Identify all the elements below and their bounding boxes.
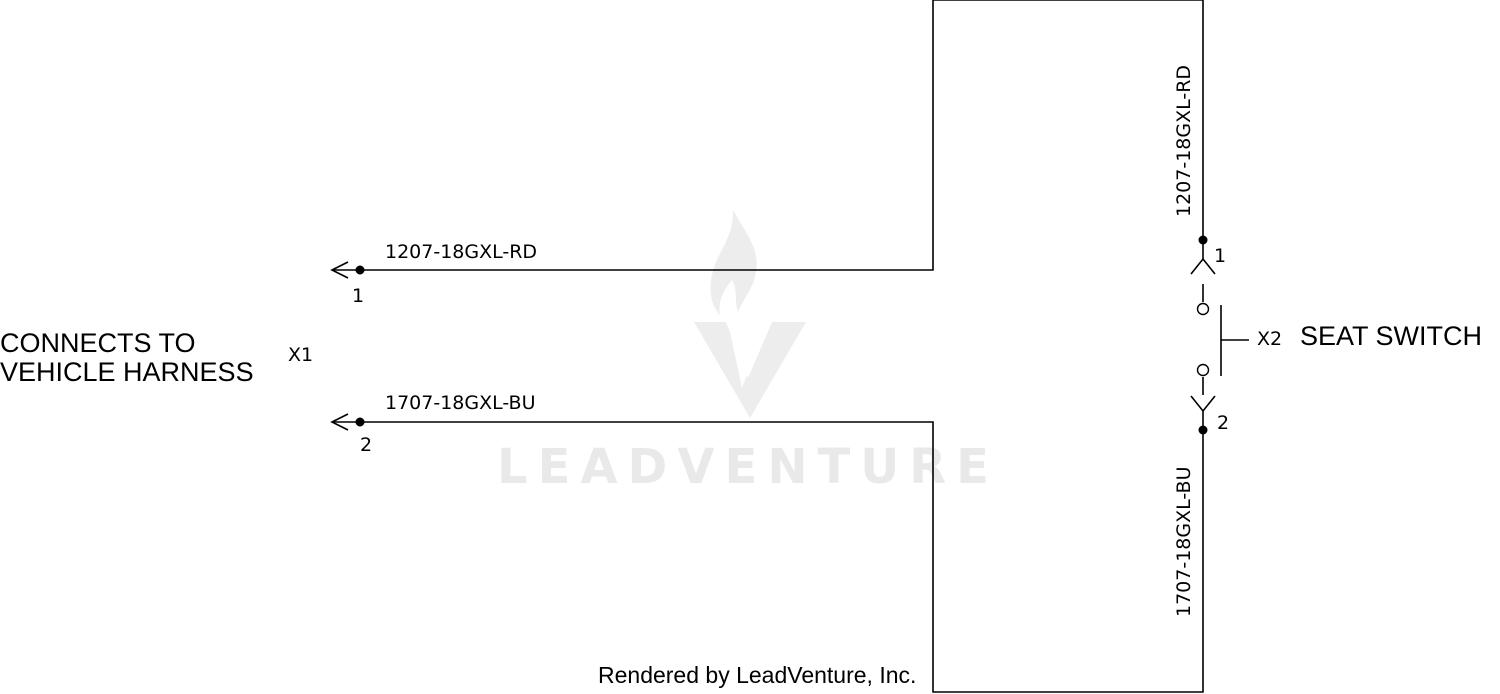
render-credit: Rendered by LeadVenture, Inc. (598, 662, 916, 688)
x2-pin-2-dot (1198, 425, 1208, 435)
x1-pin-2-dot (355, 417, 365, 427)
x1-id-label: X1 (288, 344, 313, 366)
wire-label-blue-vertical: 1707-18GXL-BU (1173, 467, 1195, 618)
x2-id-label: X2 (1257, 328, 1282, 350)
x1-pin-2-number: 2 (360, 434, 372, 456)
x1-label-line-2: VEHICLE HARNESS (0, 357, 254, 387)
wire-blue-path (360, 421, 1204, 693)
x1-pin-1-dot (355, 265, 365, 275)
watermark: LEADVENTURE (497, 210, 999, 495)
wire-label-red-vertical: 1207-18GXL-RD (1173, 65, 1195, 217)
wire-label-blue-horizontal: 1707-18GXL-BU (385, 392, 536, 414)
x2-pin-2-number: 2 (1217, 412, 1229, 434)
x2-pin-2-chevron-icon (1190, 395, 1216, 413)
x2-label: SEAT SWITCH (1300, 321, 1482, 351)
connector-x2-seat-switch: 1 2 X2 SEAT SWITCH (1190, 235, 1482, 435)
x2-contact-top (1196, 302, 1210, 316)
x1-pin-1-number: 1 (352, 285, 364, 307)
x2-contact-bottom (1196, 363, 1210, 377)
wire-label-red-horizontal: 1207-18GXL-RD (385, 241, 537, 263)
wire-red-path (360, 0, 1204, 271)
watermark-text: LEADVENTURE (497, 439, 999, 495)
x2-pin-1-number: 1 (1214, 245, 1226, 267)
x2-pin-1-chevron-icon (1190, 257, 1216, 275)
x1-label-line-1: CONNECTS TO (0, 328, 196, 358)
leadventure-logo-icon (694, 210, 806, 418)
connector-x1: 1 2 X1 CONNECTS TO VEHICLE HARNESS (0, 261, 372, 456)
